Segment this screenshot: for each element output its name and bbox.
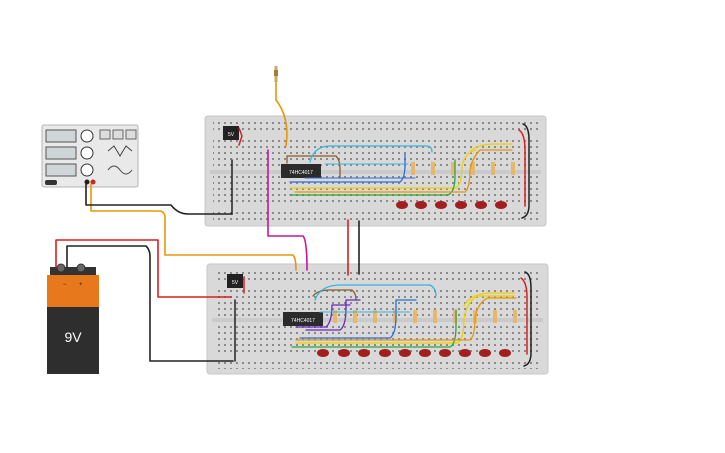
wire-purple[interactable]	[295, 304, 351, 328]
wire-blue[interactable]	[289, 153, 406, 183]
resistor[interactable]	[453, 310, 457, 323]
center-channel-top	[210, 170, 541, 174]
regulator-label: 5V	[232, 280, 239, 286]
led[interactable]	[399, 349, 411, 357]
wire-black[interactable]	[66, 245, 234, 362]
resistor[interactable]	[433, 310, 437, 323]
led[interactable]	[455, 201, 467, 209]
power-rail-bottom-upper	[215, 269, 540, 280]
wire-orange[interactable]	[295, 297, 517, 341]
display-1	[45, 129, 77, 143]
wire-orange[interactable]	[275, 81, 288, 147]
wire-brown[interactable]	[312, 289, 357, 301]
decade-counter-chip-bottom[interactable]: 74HC4017	[283, 312, 323, 326]
led[interactable]	[415, 201, 427, 209]
breadboard-top[interactable]: 5V 74HC4017	[204, 115, 547, 227]
wire-blue[interactable]	[299, 299, 417, 339]
chip-label: 74HC4017	[291, 318, 315, 324]
wire-red[interactable]	[518, 129, 526, 207]
wires[interactable]	[55, 81, 532, 367]
resistor-probe-top[interactable]	[274, 66, 278, 82]
voltage-regulator-bottom[interactable]: 5V	[227, 274, 243, 288]
knob-amplitude[interactable]	[80, 146, 94, 160]
wire-magenta[interactable]	[267, 149, 308, 271]
led[interactable]	[396, 201, 408, 209]
decade-counter-chip-top[interactable]: 74HC4017	[281, 164, 321, 178]
resistor[interactable]	[513, 310, 517, 323]
voltage-regulator-top[interactable]: 5V	[223, 126, 239, 140]
square-wave-button[interactable]	[99, 129, 111, 140]
breadboard-bottom[interactable]: 5V 74HC4017	[206, 263, 549, 375]
led[interactable]	[338, 349, 350, 357]
knob-offset[interactable]	[80, 163, 94, 177]
wire-cyan[interactable]	[309, 145, 433, 163]
led[interactable]	[435, 201, 447, 209]
resistor[interactable]	[431, 162, 435, 175]
led[interactable]	[479, 349, 491, 357]
display-2	[45, 146, 77, 160]
resistor[interactable]	[451, 162, 455, 175]
leds-top[interactable]	[396, 201, 507, 209]
wire-yellow[interactable]	[463, 292, 515, 307]
plus-label: +	[79, 282, 83, 288]
led[interactable]	[317, 349, 329, 357]
led[interactable]	[495, 201, 507, 209]
wire-cyan[interactable]	[314, 284, 437, 301]
led[interactable]	[499, 349, 511, 357]
function-generator[interactable]	[41, 124, 139, 188]
resistor[interactable]	[511, 162, 515, 175]
leds-bottom[interactable]	[317, 349, 511, 357]
waveform-preview-icon	[107, 165, 133, 175]
display-3	[45, 163, 77, 177]
wire-red[interactable]	[238, 127, 243, 146]
chip-label: 74HC4017	[289, 170, 313, 176]
wire-orange[interactable]	[90, 183, 297, 271]
resistors-top[interactable]	[411, 162, 515, 175]
battery-terminal-positive[interactable]	[76, 263, 86, 273]
wire-purple[interactable]	[305, 299, 361, 331]
resistor[interactable]	[373, 310, 377, 323]
resistor[interactable]	[471, 162, 475, 175]
wire-black[interactable]	[521, 123, 530, 219]
wire-red[interactable]	[55, 239, 232, 298]
led[interactable]	[439, 349, 451, 357]
led[interactable]	[419, 349, 431, 357]
power-rail-bottom-lower	[215, 358, 540, 369]
center-channel-bottom	[212, 318, 543, 322]
led[interactable]	[459, 349, 471, 357]
terminal-strip-bottom-a	[215, 288, 540, 316]
sine-wave-button[interactable]	[112, 129, 124, 140]
minus-label: −	[63, 282, 67, 288]
led[interactable]	[379, 349, 391, 357]
battery-9v[interactable]: − + 9V	[47, 263, 99, 374]
terminal-strip-top-b	[213, 176, 538, 204]
power-rail-top-upper	[213, 121, 538, 132]
battery-voltage-label: 9V	[64, 329, 82, 345]
knob-frequency[interactable]	[80, 129, 94, 143]
wire-brown[interactable]	[286, 155, 341, 179]
led[interactable]	[475, 201, 487, 209]
wire-yellow[interactable]	[469, 143, 513, 153]
resistor[interactable]	[333, 310, 337, 323]
resistor[interactable]	[413, 310, 417, 323]
resistor[interactable]	[393, 310, 397, 323]
resistor[interactable]	[411, 162, 415, 175]
wire-black[interactable]	[85, 183, 233, 215]
led[interactable]	[358, 349, 370, 357]
resistor[interactable]	[493, 310, 497, 323]
triangle-wave-button[interactable]	[125, 129, 137, 140]
battery-terminal-negative[interactable]	[56, 263, 66, 273]
resistor[interactable]	[353, 310, 357, 323]
wire-orange[interactable]	[294, 149, 513, 193]
resistor[interactable]	[491, 162, 495, 175]
wire-red[interactable]	[520, 277, 528, 355]
waveform-preview-icon	[107, 145, 133, 157]
output-terminal-positive[interactable]	[90, 179, 96, 185]
power-rail-top-lower	[213, 210, 538, 221]
wire-green[interactable]	[289, 159, 456, 196]
power-switch[interactable]	[45, 180, 57, 185]
wire-black[interactable]	[523, 271, 532, 367]
regulator-label: 5V	[228, 132, 235, 138]
